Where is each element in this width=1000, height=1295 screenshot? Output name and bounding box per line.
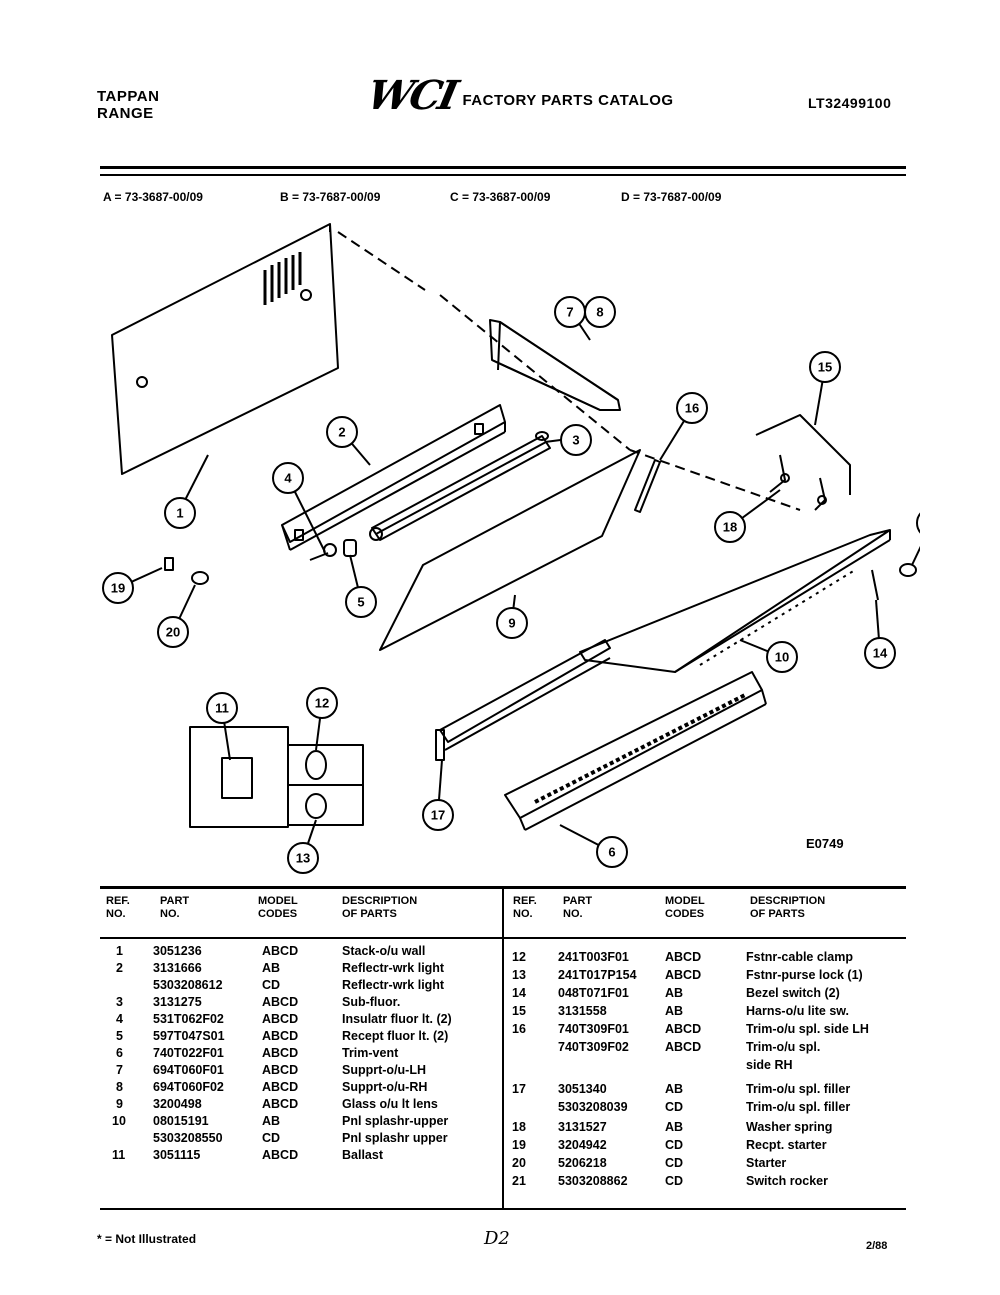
callout-label-9: 9 (508, 616, 515, 631)
catalog-title: FACTORY PARTS CATALOG (462, 91, 674, 109)
part-16-trim (634, 459, 661, 513)
callout-19 (102, 572, 134, 604)
callout-5 (345, 586, 377, 618)
model-d: D = 73-7687-00/09 (621, 190, 722, 204)
table-column-divider (502, 886, 504, 1208)
part-17-filler (435, 639, 611, 761)
part-4-5-sockets (309, 539, 357, 561)
part-15-harness (755, 414, 851, 511)
header-ref-left: REF. NO. (106, 895, 130, 920)
model-a: A = 73-3687-00/09 (103, 190, 203, 204)
callout-label-10: 10 (775, 650, 789, 665)
header-rule-secondary (100, 174, 906, 176)
callout-label-17: 17 (431, 808, 445, 823)
part-3-tube (369, 431, 551, 541)
callout-13 (287, 842, 319, 874)
callout-label-1: 1 (176, 506, 183, 521)
model-b: B = 73-7687-00/09 (280, 190, 381, 204)
table-rule-bottom (100, 1208, 906, 1210)
header-desc-right: DESCRIPTION OF PARTS (750, 895, 826, 920)
callout-label-13: 13 (296, 851, 310, 866)
header-ref-right: REF. NO. (513, 895, 537, 920)
model-number: LT32499100 (808, 95, 892, 111)
callout-label-16: 16 (685, 401, 699, 416)
callout-1 (164, 497, 196, 529)
part-9-glass-lens (379, 449, 641, 651)
callout-label-18: 18 (723, 520, 737, 535)
callout-label-20: 20 (166, 625, 180, 640)
footer-note: * = Not Illustrated (97, 1232, 197, 1246)
callout-label-19: 19 (111, 581, 125, 596)
callout-label-11: 11 (215, 701, 229, 716)
callout-label-3: 3 (572, 433, 579, 448)
part-2-reflector (281, 404, 506, 551)
callout-18 (714, 511, 746, 543)
header-model-left: MODEL CODES (258, 895, 298, 920)
callout-label-7: 7 (566, 305, 573, 320)
callout-label-5: 5 (357, 595, 364, 610)
callout-14 (864, 637, 896, 669)
part-7-8-supports (489, 319, 621, 411)
callout-11 (206, 692, 238, 724)
callout-17 (422, 799, 454, 831)
callout-6 (596, 836, 628, 868)
header-part-right: PART NO. (563, 895, 593, 920)
callout-label-12: 12 (315, 696, 329, 711)
exploded-parts-diagram: 1 2 3 4 5 6 7 8 9 10 11 12 13 14 15 16 1… (102, 223, 920, 874)
callout-20 (157, 616, 189, 648)
callout-4 (272, 462, 304, 494)
brand-line-1: TAPPAN (97, 88, 160, 105)
diagram-code: E0749 (806, 836, 844, 851)
ballast-inset (189, 726, 364, 828)
callout-label-6: 6 (608, 845, 615, 860)
header-desc-left: DESCRIPTION OF PARTS (342, 895, 418, 920)
part-10-splash-panel (579, 529, 891, 673)
part-19-20 (164, 557, 209, 585)
header-model-right: MODEL CODES (665, 895, 705, 920)
model-c: C = 73-3687-00/09 (450, 190, 551, 204)
page-number: D2 (484, 1228, 510, 1249)
callout-12 (306, 687, 338, 719)
callout-label-2: 2 (338, 425, 345, 440)
header-part-left: PART NO. (160, 895, 190, 920)
callout-label-4: 4 (284, 471, 292, 486)
wci-logo: WCI (363, 72, 460, 119)
catalog-header: WCI FACTORY PARTS CATALOG (363, 72, 674, 119)
callout-2 (326, 416, 358, 448)
callout-label-14: 14 (873, 646, 888, 661)
brand-line-2: RANGE (97, 105, 154, 122)
part-14-21 (871, 563, 917, 601)
callout-8 (584, 296, 616, 328)
callout-21 (916, 512, 920, 534)
callout-label-15: 15 (818, 360, 832, 375)
callout-3 (560, 424, 592, 456)
part-6-trim-vent (504, 671, 767, 831)
callout-label-8: 8 (596, 305, 603, 320)
callout-10 (766, 641, 798, 673)
callout-16 (676, 392, 708, 424)
part-1-wall-panel (111, 223, 426, 475)
brand-block: TAPPAN RANGE (97, 88, 159, 122)
footer-date: 2/88 (866, 1240, 888, 1252)
callout-9 (496, 607, 528, 639)
callout-15 (809, 351, 841, 383)
header-rule (100, 166, 906, 169)
